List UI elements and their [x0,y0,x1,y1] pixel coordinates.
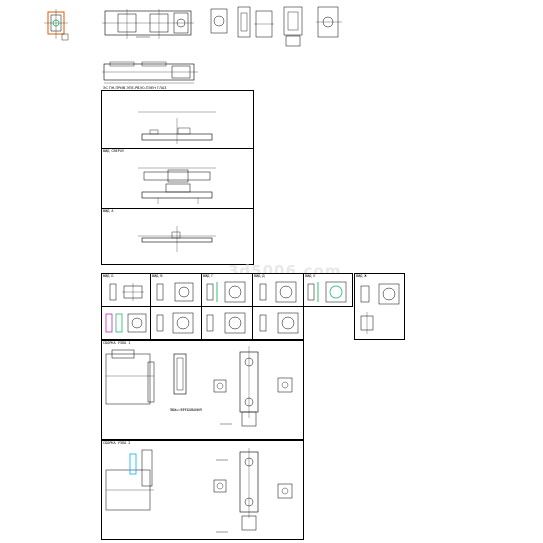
view-top [138,226,216,252]
detail-d-bottom [259,312,299,334]
low1-caption: СБОРКА УЗЛА 1 [103,341,131,345]
cell4-caption: ВИД Д [254,274,265,278]
thumb-bracket-views [283,6,342,47]
assembly-2-drawing [105,448,293,533]
elevation-view [102,61,198,84]
assembly-panel-1 [101,340,304,440]
cell3-caption: ВИД Г [203,274,214,278]
detail-g-top [206,281,246,303]
assembly-1-drawing [105,346,293,427]
cell1-caption: ВИД Б [103,274,114,278]
view-front-1 [138,111,216,144]
grid-divider [201,273,202,340]
detail-b-bottom [105,313,147,333]
panel2-caption: ВИД СВЕРХУ [103,149,125,153]
detail-b-top [109,283,144,301]
detail-d-top [259,281,297,303]
cell6-caption: ВИД Ж [356,274,367,278]
detail-v-top [156,282,194,302]
cell2-caption: ВИД В [152,274,163,278]
top-caption: ЭС ПН-ПРИВ ЭПЕ-РВЭО-ПЭЕН ГЛАЗ [103,86,167,90]
grid-divider [150,273,151,340]
cell5-caption: ВИД Е [305,274,316,278]
detail-v-bottom [156,312,194,334]
detail-g-bottom [206,312,246,334]
low2-caption: СБОРКА УЗЛА 2 [103,441,131,445]
thumb-side-views [210,6,274,38]
panel-divider [101,208,254,209]
detail-zh [360,283,400,334]
thumb-part-orange [44,9,69,41]
panel3-caption: ВИД А [103,209,114,213]
detail-cell-6 [303,273,353,307]
detail-e-top [307,281,347,303]
notes-label: ТЕХ. ТРЕБОВАНИЯ [170,408,202,412]
grid-divider [101,306,304,307]
main-views-panel [101,90,254,265]
grid-divider [252,273,253,340]
panel-divider [101,148,254,149]
thumb-assembly-plan [102,9,194,39]
view-front-2 [138,167,216,204]
